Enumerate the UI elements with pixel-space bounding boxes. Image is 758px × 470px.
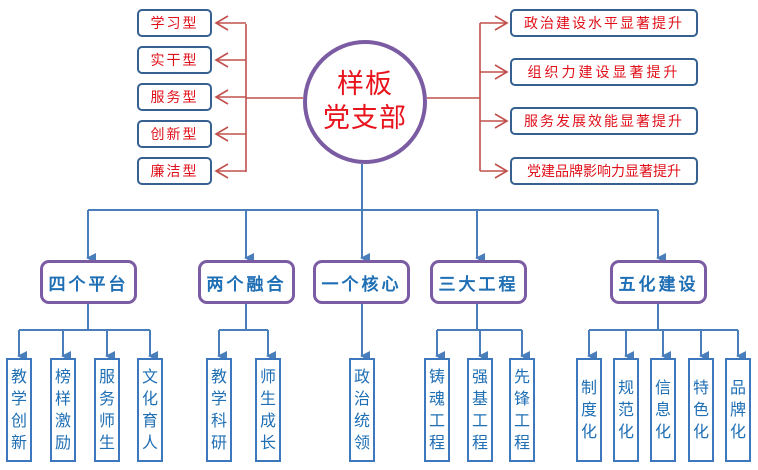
arrow-right-icon	[494, 64, 509, 80]
leaf-label: 文化育人	[141, 367, 158, 452]
leaf-label: 规范化	[617, 378, 634, 441]
arrow-right-icon	[494, 113, 509, 129]
leaf-label: 榜样激励	[54, 367, 71, 452]
leaf-label: 品牌化	[729, 378, 746, 441]
leaf-node: 制度化	[576, 358, 602, 462]
category-node: 三大工程	[430, 260, 527, 304]
center-title-line2: 党支部	[323, 103, 407, 134]
arrow-left-icon	[214, 15, 229, 31]
leaf-label: 服务师生	[98, 367, 115, 452]
goal-node: 组织力建设显著提升	[510, 58, 698, 86]
type-node: 实干型	[137, 46, 212, 74]
category-node: 四个平台	[40, 260, 137, 304]
type-node: 服务型	[137, 83, 212, 111]
category-node: 一个核心	[313, 260, 410, 304]
center-node-model-party-branch: 样板 党支部	[303, 40, 427, 164]
leaf-node: 铸魂工程	[424, 358, 450, 462]
leaf-node: 服务师生	[94, 358, 120, 462]
arrow-left-icon	[214, 126, 229, 142]
leaf-node: 教学科研	[206, 358, 232, 462]
leaf-label: 教学科研	[210, 367, 227, 452]
goal-node: 服务发展效能显著提升	[510, 107, 698, 135]
leaf-node: 师生成长	[255, 358, 281, 462]
leaf-node: 强基工程	[467, 358, 493, 462]
center-title-line1: 样板	[337, 69, 393, 100]
goal-node: 党建品牌影响力显著提升	[510, 157, 698, 185]
leaf-label: 铸魂工程	[428, 367, 445, 452]
leaf-label: 特色化	[692, 378, 709, 441]
leaf-node: 规范化	[613, 358, 639, 462]
leaf-node: 政治统领	[349, 358, 375, 462]
leaf-label: 师生成长	[259, 367, 276, 452]
category-node: 五化建设	[610, 260, 707, 304]
arrow-right-icon	[494, 15, 509, 31]
leaf-label: 先锋工程	[513, 367, 530, 452]
arrow-left-icon	[214, 163, 229, 179]
leaf-label: 制度化	[580, 378, 597, 441]
leaf-label: 政治统领	[353, 367, 370, 452]
leaf-node: 特色化	[688, 358, 714, 462]
leaf-label: 信息化	[654, 378, 671, 441]
type-node: 廉洁型	[137, 157, 212, 185]
arrow-left-icon	[214, 89, 229, 105]
leaf-node: 教学创新	[6, 358, 32, 462]
arrow-left-icon	[214, 52, 229, 68]
leaf-node: 榜样激励	[50, 358, 76, 462]
goal-node: 政治建设水平显著提升	[510, 9, 698, 37]
leaf-node: 品牌化	[725, 358, 751, 462]
leaf-label: 强基工程	[471, 367, 488, 452]
type-node: 创新型	[137, 120, 212, 148]
leaf-node: 信息化	[650, 358, 676, 462]
arrow-right-icon	[494, 163, 509, 179]
category-node: 两个融合	[198, 260, 295, 304]
leaf-node: 文化育人	[137, 358, 163, 462]
type-node: 学习型	[137, 9, 212, 37]
leaf-label: 教学创新	[10, 367, 27, 452]
leaf-node: 先锋工程	[509, 358, 535, 462]
